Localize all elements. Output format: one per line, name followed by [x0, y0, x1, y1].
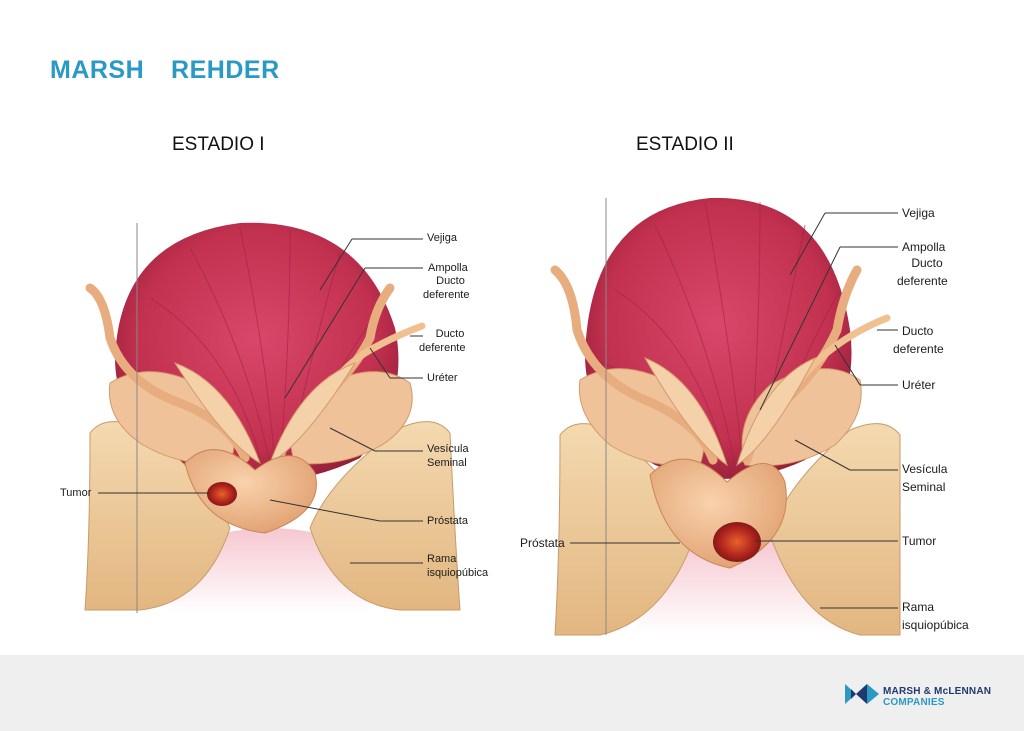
marsh-mclennan-logo-icon: [845, 684, 879, 704]
stage-1-label-ducto-2: Ducto: [435, 328, 465, 340]
stage-1-label-prostata: Próstata: [427, 515, 468, 527]
stage-1-label-tumor: Tumor: [60, 487, 92, 499]
stage-2-label-tumor: Tumor: [902, 534, 937, 548]
stage-1-label-rama: Rama: [427, 553, 457, 565]
stage-2-label-ampolla: Ampolla: [902, 240, 946, 254]
stage-1-illustration: Vejiga Ampolla Ducto deferente Ducto def…: [30, 208, 510, 628]
stage-1-label-seminal: Seminal: [427, 457, 467, 469]
stage-2-title: ESTADIO II: [636, 134, 734, 155]
stage-1-label-vesicula: Vesícula: [427, 443, 469, 455]
stage-2-label-ducto: Ducto: [911, 256, 943, 270]
stage-2-illustration: Vejiga Ampolla Ducto deferente Ducto def…: [505, 190, 980, 640]
company-logo-text: MARSH & McLENNAN COMPANIES: [883, 686, 991, 708]
stage-1-label-isquiopubica: isquiopúbica: [427, 567, 489, 579]
stage-1-label-deferente-2: deferente: [419, 342, 466, 354]
stage-2-label-isquiopubica: isquiopúbica: [902, 618, 969, 632]
stage-1-label-ureter: Uréter: [427, 372, 458, 384]
stage-1-label-deferente: deferente: [423, 289, 470, 301]
stage-2-label-seminal: Seminal: [902, 480, 946, 494]
stage-1-label-ducto: Ducto: [436, 275, 465, 287]
stage-2-label-deferente-2: deferente: [893, 342, 944, 356]
stage-1-anatomy-drawing: [84, 222, 461, 613]
stage-2-label-ducto-2: Ducto: [902, 324, 934, 338]
stage-2-label-prostata: Próstata: [520, 536, 565, 550]
stage-1-label-vejiga: Vejiga: [427, 232, 457, 244]
stage-2-label-vejiga: Vejiga: [902, 206, 935, 220]
stage-2-label-deferente: deferente: [897, 274, 948, 288]
stage-1-title: ESTADIO I: [172, 134, 265, 155]
stage-1-label-ampolla: Ampolla: [428, 262, 468, 274]
stage-2-label-rama: Rama: [902, 600, 935, 614]
stage-2-anatomy-drawing: [550, 197, 901, 636]
stage-2-label-ureter: Uréter: [902, 378, 936, 392]
logo-line-1: MARSH & McLENNAN: [883, 686, 992, 697]
logo-line-2: COMPANIES: [883, 697, 945, 708]
stage-2-label-vesicula: Vesícula: [902, 462, 948, 476]
brand-title: MARSH REHDER: [50, 56, 280, 84]
